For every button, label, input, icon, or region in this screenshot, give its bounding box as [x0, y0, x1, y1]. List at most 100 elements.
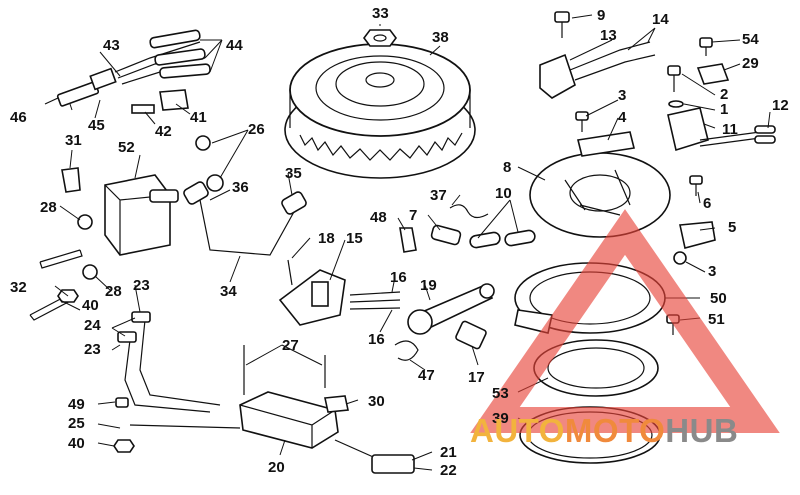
- leads-12: [754, 125, 776, 144]
- callout-23a: 23: [133, 277, 150, 294]
- ht-leads: [183, 181, 307, 256]
- screw-3a: [575, 111, 589, 132]
- watermark-text: AUTOMOTOHUB: [470, 412, 738, 450]
- callout-20: 20: [268, 459, 285, 476]
- watermark-hub: HUB: [665, 412, 739, 449]
- washers-28: [77, 214, 98, 280]
- callout-12: 12: [772, 97, 789, 114]
- harness-23-24: [117, 311, 221, 413]
- callout-5: 5: [728, 219, 736, 236]
- callout-15: 15: [346, 230, 363, 247]
- callout-31: 31: [65, 132, 82, 149]
- ignition-coil: [104, 174, 179, 256]
- callout-34: 34: [220, 283, 237, 300]
- callout-14: 14: [652, 11, 669, 28]
- callout-46: 46: [10, 109, 27, 126]
- callout-32: 32: [10, 279, 27, 296]
- clip-42: [131, 104, 155, 114]
- watermark-auto: AUTO: [470, 412, 565, 449]
- leader-lines: [54, 14, 771, 471]
- spring-37: [449, 204, 489, 219]
- screw-54: [699, 37, 713, 56]
- plate-4: [577, 131, 635, 157]
- spark-plug: [44, 67, 117, 107]
- screw-6: [689, 175, 703, 196]
- clip-47: [394, 340, 419, 361]
- watermark-logo: [470, 209, 780, 433]
- callout-19: 19: [420, 277, 437, 294]
- terminals-16: [349, 291, 401, 310]
- callout-10: 10: [495, 185, 512, 202]
- callout-26: 26: [248, 121, 265, 138]
- callout-11: 11: [722, 121, 738, 138]
- washer-1: [668, 100, 684, 108]
- callout-4: 4: [618, 109, 627, 126]
- callout-45: 45: [88, 117, 105, 134]
- clamp-31: [61, 167, 81, 193]
- callout-35: 35: [285, 165, 302, 182]
- callout-33: 33: [372, 5, 389, 22]
- callout-28b: 28: [105, 283, 122, 300]
- arm-19: [407, 283, 495, 335]
- callout-41: 41: [190, 109, 207, 126]
- callout-53: 53: [492, 385, 509, 402]
- callout-numbers: 33 38 9 13 14 54 29 2 1 11 12 3 4 8 6 5 …: [10, 5, 789, 479]
- callout-52: 52: [118, 139, 135, 156]
- callout-24: 24: [84, 317, 101, 334]
- callout-40b: 40: [68, 435, 85, 452]
- switch-15: [278, 269, 346, 326]
- power-pack-20: [239, 391, 339, 449]
- callout-9: 9: [597, 7, 605, 24]
- callout-3b: 3: [708, 263, 716, 280]
- bracket-48: [399, 227, 417, 253]
- callout-38: 38: [432, 29, 449, 46]
- harness-25: [129, 424, 241, 429]
- screw-2: [667, 65, 681, 92]
- nut-40b: [113, 439, 135, 453]
- flywheel: [284, 43, 476, 179]
- callout-28a: 28: [40, 199, 57, 216]
- callout-8: 8: [503, 159, 511, 176]
- timer-base-8: [529, 152, 671, 238]
- callout-18: 18: [318, 230, 335, 247]
- callout-44: 44: [226, 37, 243, 54]
- callout-7: 7: [409, 207, 417, 224]
- connector-7: [430, 224, 462, 246]
- callout-16b: 16: [368, 331, 385, 348]
- callout-47: 47: [418, 367, 435, 384]
- hose-10: [469, 229, 536, 249]
- screw-18: [287, 259, 293, 286]
- callout-48: 48: [370, 209, 387, 226]
- callout-13: 13: [600, 27, 617, 44]
- screw-32: [29, 249, 83, 321]
- bracket-29: [696, 63, 730, 85]
- screw-3b: [673, 251, 687, 265]
- callout-21: 21: [440, 444, 457, 461]
- callout-25: 25: [68, 415, 85, 432]
- watermark-moto: MOTO: [564, 412, 666, 449]
- callout-27: 27: [282, 337, 299, 354]
- callout-37: 37: [430, 187, 447, 204]
- callout-43: 43: [103, 37, 120, 54]
- callout-1: 1: [720, 101, 728, 118]
- clamp-30: [324, 395, 349, 413]
- flywheel-nut: [363, 29, 397, 47]
- callout-23b: 23: [84, 341, 101, 358]
- bolts-27: [243, 345, 326, 395]
- callout-40a: 40: [82, 297, 99, 314]
- callout-36: 36: [232, 179, 249, 196]
- bracket-41: [159, 89, 189, 111]
- callout-42: 42: [155, 123, 172, 140]
- coil-13: [539, 41, 656, 99]
- sensor-11: [667, 107, 761, 152]
- sleeve-17: [455, 320, 487, 350]
- cover-5: [679, 221, 716, 249]
- washers-26: [195, 135, 224, 192]
- callout-30: 30: [368, 393, 385, 410]
- callout-51: 51: [708, 311, 725, 328]
- callout-22: 22: [440, 462, 457, 479]
- callout-29: 29: [742, 55, 759, 72]
- spark-plug-leads: [114, 29, 211, 85]
- connector-21-22: [334, 439, 415, 474]
